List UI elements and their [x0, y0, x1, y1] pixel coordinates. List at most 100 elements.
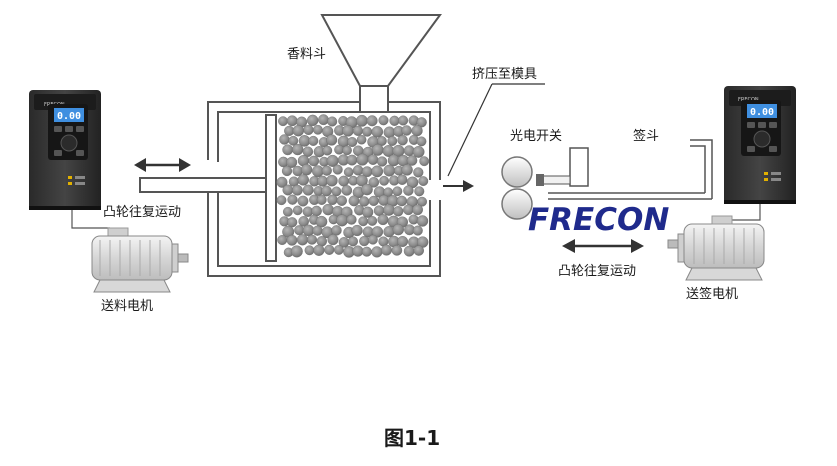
- pellet: [378, 115, 389, 126]
- spice-hopper: [320, 14, 442, 113]
- left-double-arrow-icon: [134, 158, 191, 172]
- pellet: [332, 164, 343, 175]
- pellet: [371, 246, 383, 258]
- pellet: [359, 196, 370, 207]
- pellet: [278, 116, 288, 127]
- pellet: [371, 165, 384, 178]
- rollers: [501, 156, 533, 220]
- pellet: [367, 154, 379, 165]
- pellet: [313, 244, 325, 256]
- feed-motor: [91, 227, 189, 293]
- pellet: [359, 236, 370, 247]
- photo-switch-label: 光电开关: [510, 129, 562, 144]
- pellet: [401, 164, 413, 176]
- pellet: [368, 176, 380, 188]
- pellet: [292, 205, 303, 216]
- pellet: [308, 135, 319, 146]
- photo-switch: [536, 147, 589, 187]
- pellet: [336, 195, 347, 206]
- pellet: [389, 115, 400, 126]
- pellet: [368, 195, 379, 207]
- pellet: [401, 125, 412, 136]
- pellet: [276, 195, 287, 206]
- pellet: [304, 245, 315, 256]
- pellet: [324, 244, 335, 255]
- pellet: [300, 163, 313, 176]
- pellet: [355, 114, 368, 127]
- pellet: [286, 156, 298, 168]
- pellet: [327, 194, 338, 206]
- pellet: [366, 115, 378, 127]
- pellet: [387, 136, 398, 146]
- pellet: [297, 195, 309, 207]
- pellet: [391, 245, 403, 256]
- pellet: [417, 196, 427, 207]
- pellet: [296, 234, 309, 246]
- piston-plate: [265, 114, 277, 262]
- pellet: [327, 234, 339, 246]
- pellet: [403, 204, 414, 216]
- left-drive-screen: [54, 108, 84, 122]
- pellet: [282, 184, 294, 196]
- pellet: [392, 186, 403, 197]
- right-drive-cable: [722, 204, 761, 221]
- pellet: [393, 206, 404, 217]
- extrude-pointer-line: [447, 83, 493, 177]
- pellet: [412, 145, 425, 158]
- pellet: [412, 225, 423, 236]
- stick-feed-rail: [548, 139, 713, 200]
- pellet: [377, 214, 389, 226]
- pellet: [362, 206, 374, 218]
- pellet: [287, 194, 298, 205]
- pellet: [302, 184, 314, 196]
- pellet: [298, 216, 310, 227]
- pellet: [396, 195, 408, 207]
- pellet: [322, 203, 334, 216]
- pellet: [315, 215, 328, 228]
- pellet: [346, 154, 358, 166]
- stick-motor-label: 送签电机: [686, 286, 738, 302]
- pellet: [412, 204, 423, 216]
- material-pellets: [276, 114, 430, 258]
- pellet: [302, 146, 314, 157]
- pellet: [311, 205, 322, 217]
- pellet: [322, 145, 333, 156]
- pellet: [379, 175, 389, 186]
- pellet: [392, 223, 404, 236]
- pellet: [297, 174, 309, 186]
- pellet: [381, 244, 393, 256]
- left-drive-cable: [71, 210, 110, 229]
- pellet: [331, 225, 342, 236]
- pellet: [383, 226, 395, 238]
- pellet: [419, 156, 430, 167]
- hopper-label: 香料斗: [287, 47, 326, 62]
- pellet: [342, 145, 352, 156]
- pellet: [333, 244, 344, 255]
- pellet: [287, 217, 298, 228]
- brand-logo: FRECON: [528, 202, 669, 238]
- output-arrow-icon: [443, 180, 474, 192]
- pellet: [282, 144, 294, 156]
- extruder-barrel: [139, 101, 441, 277]
- pellet: [290, 245, 303, 258]
- pellet: [418, 176, 429, 187]
- pellet: [398, 115, 409, 126]
- pellet: [367, 215, 378, 226]
- pellet: [346, 214, 357, 225]
- pellet: [343, 167, 354, 177]
- pellet: [282, 206, 293, 217]
- pellet: [338, 175, 350, 187]
- extrude-label: 挤压至模具: [472, 67, 537, 82]
- pellet: [397, 174, 408, 185]
- pellet: [279, 134, 290, 145]
- pellet: [336, 214, 349, 227]
- pellet: [413, 167, 424, 178]
- pellet: [413, 245, 424, 256]
- pellet: [352, 125, 364, 136]
- pellet: [327, 116, 338, 127]
- pellet: [362, 126, 373, 137]
- right-inverter-drive: FRECON 0.00: [724, 86, 796, 204]
- pellet: [312, 225, 323, 236]
- pellet: [416, 215, 429, 227]
- pellet: [326, 134, 338, 146]
